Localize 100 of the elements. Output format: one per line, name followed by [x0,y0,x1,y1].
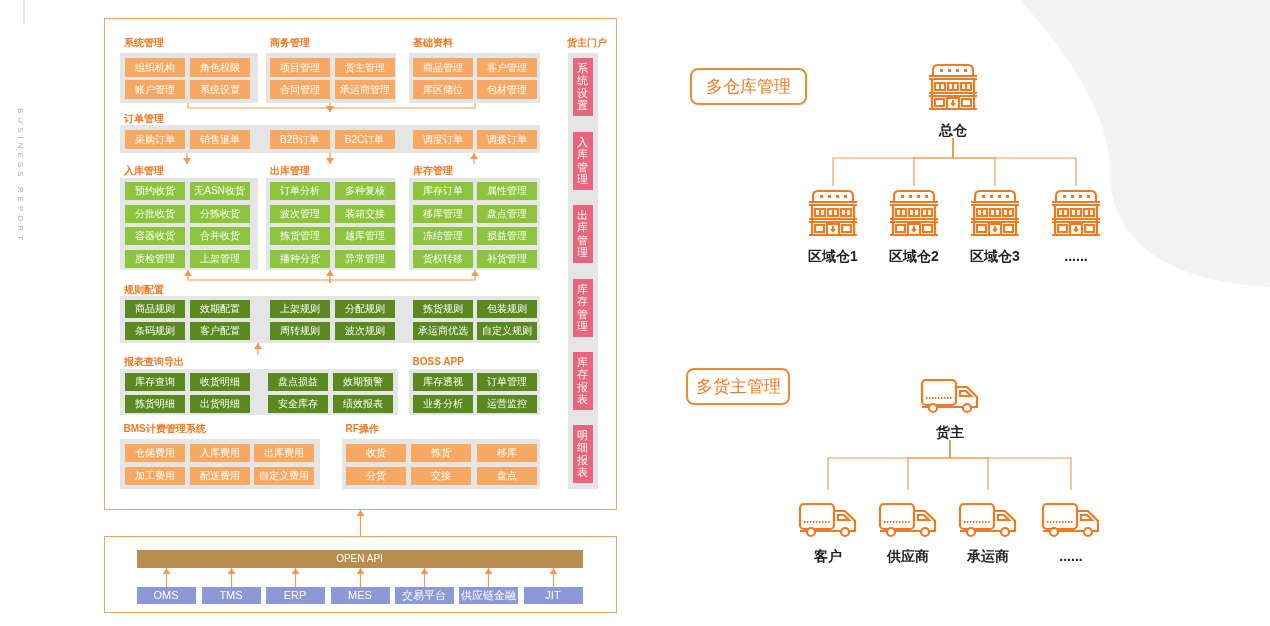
module-tile: 库存订单 [412,181,473,200]
group-heading: 报表查询导出 [123,354,184,369]
module-tile: 承运商优选 [412,321,473,340]
module-tile: 客户管理 [476,57,537,77]
module-tile: 仓储费用 [124,443,185,462]
module-tile: B2C订单 [334,129,395,149]
node-label: 货主 [936,424,964,440]
module-tile: 拣货规则 [412,299,473,318]
module-tile: 盘点管理 [476,204,537,223]
tree-line [952,137,1077,187]
group-heading: 出库管理 [269,163,310,178]
module-tile: 收货 [345,443,406,462]
module-tile: 货主管理 [334,57,395,77]
module-tile: 装箱交接 [334,204,395,223]
module-tile: 货权转移 [412,249,473,268]
module-tile: 安全库存 [267,394,328,413]
node-label: 承运商 [967,548,1009,564]
module-tile: 交接 [410,466,471,485]
module-tile: 盘点 [476,466,537,485]
module-tile: 承运商管理 [334,79,395,99]
module-tile: 项目管理 [269,57,330,77]
module-tile: 补货管理 [476,249,537,268]
module-tile: 采购订单 [124,129,185,149]
module-tile: 上架管理 [189,249,250,268]
module-tile: 损益管理 [476,226,537,245]
module-tile: 商品规则 [124,299,185,318]
module-tile: 异常管理 [334,249,395,268]
module-tile: B2B订单 [269,129,330,149]
module-tile: 分拣收货 [189,204,250,223]
node-label: 总仓 [939,122,967,138]
node-label: 区域仓3 [970,248,1020,264]
module-tile: 库区储位 [412,79,473,99]
module-tile: 分货 [345,466,406,485]
group-heading: 库存管理 [412,163,453,178]
module-tile: 自定义规则 [476,321,537,340]
group-heading: 规则配置 [123,282,164,297]
connector-arrow [549,567,558,588]
module-tile: 调度订单 [412,129,473,149]
node-label: 客户 [814,548,842,564]
connector-arrow [484,567,493,588]
module-tile: 效期预警 [332,372,393,391]
connector-arrow [470,152,478,165]
module-tile: 出库管理 [572,204,593,263]
module-tile: 库存透视 [412,372,473,391]
module-tile: 盘点损益 [267,372,328,391]
module-tile: 角色权限 [189,57,250,77]
side-caption: BUSINESS REPORT [15,108,26,244]
module-tile: 业务分析 [412,394,473,413]
module-tile: 加工费用 [124,466,185,485]
frame-panel [104,18,617,510]
module-tile: 入库费用 [189,443,250,462]
connector-arrow [326,152,334,165]
module-tile: 合同管理 [269,79,330,99]
module-tile: 销售退单 [189,129,250,149]
group-heading: 订单管理 [123,111,164,126]
module-tile: 账户管理 [124,79,185,99]
module-tile: 波次规则 [334,321,395,340]
module-tile: 客户配置 [189,321,250,340]
module-tile: 订单管理 [476,372,537,391]
module-tile: 系统设置 [572,57,593,116]
module-tile: 明细报表 [572,424,593,483]
module-tile: 包装规则 [476,299,537,318]
module-tile: 系统设置 [189,79,250,99]
module-tile: 自定义费用 [253,466,314,485]
frame-panel [104,536,617,613]
module-tile: 分配规则 [334,299,395,318]
group-heading: BOSS APP [412,354,464,369]
connector-arrow [291,567,300,588]
module-tile: 移库 [476,443,537,462]
connector-arrow [183,152,191,165]
module-tile: 质检管理 [124,249,185,268]
module-tile: 播种分货 [269,249,330,268]
node-label: 区域仓2 [889,248,939,264]
module-tile: 预约收货 [124,181,185,200]
system-box: 交易平台 [394,586,454,604]
group-heading: 系统管理 [123,35,164,50]
module-tile: 库存查询 [124,372,185,391]
connector-arrow [329,269,479,284]
connector-arrow [326,102,476,113]
module-tile: 冻结管理 [412,226,473,245]
connector-arrow [420,567,429,588]
group-heading: RF操作 [345,421,379,436]
module-tile: 配送费用 [189,466,250,485]
module-tile: 合并收货 [189,226,250,245]
module-tile: 库存管理 [572,278,593,337]
node-label: ...... [1059,548,1083,564]
module-tile: 出库费用 [253,443,314,462]
system-box: MES [330,586,390,604]
module-tile: 订单分析 [269,181,330,200]
module-tile: 上架规则 [269,299,330,318]
module-tile: 越库管理 [334,226,395,245]
group-heading: 货主门户 [565,35,608,50]
module-tile: 绩效报表 [332,394,393,413]
system-box: 供应链金融 [458,586,518,604]
category-box: 多仓库管理 [690,68,807,105]
node-label: ...... [1064,248,1088,264]
tree-line [949,439,1072,491]
module-tile: 容器收货 [124,226,185,245]
group-heading: 入库管理 [123,163,164,178]
module-tile: 组织机构 [124,57,185,77]
